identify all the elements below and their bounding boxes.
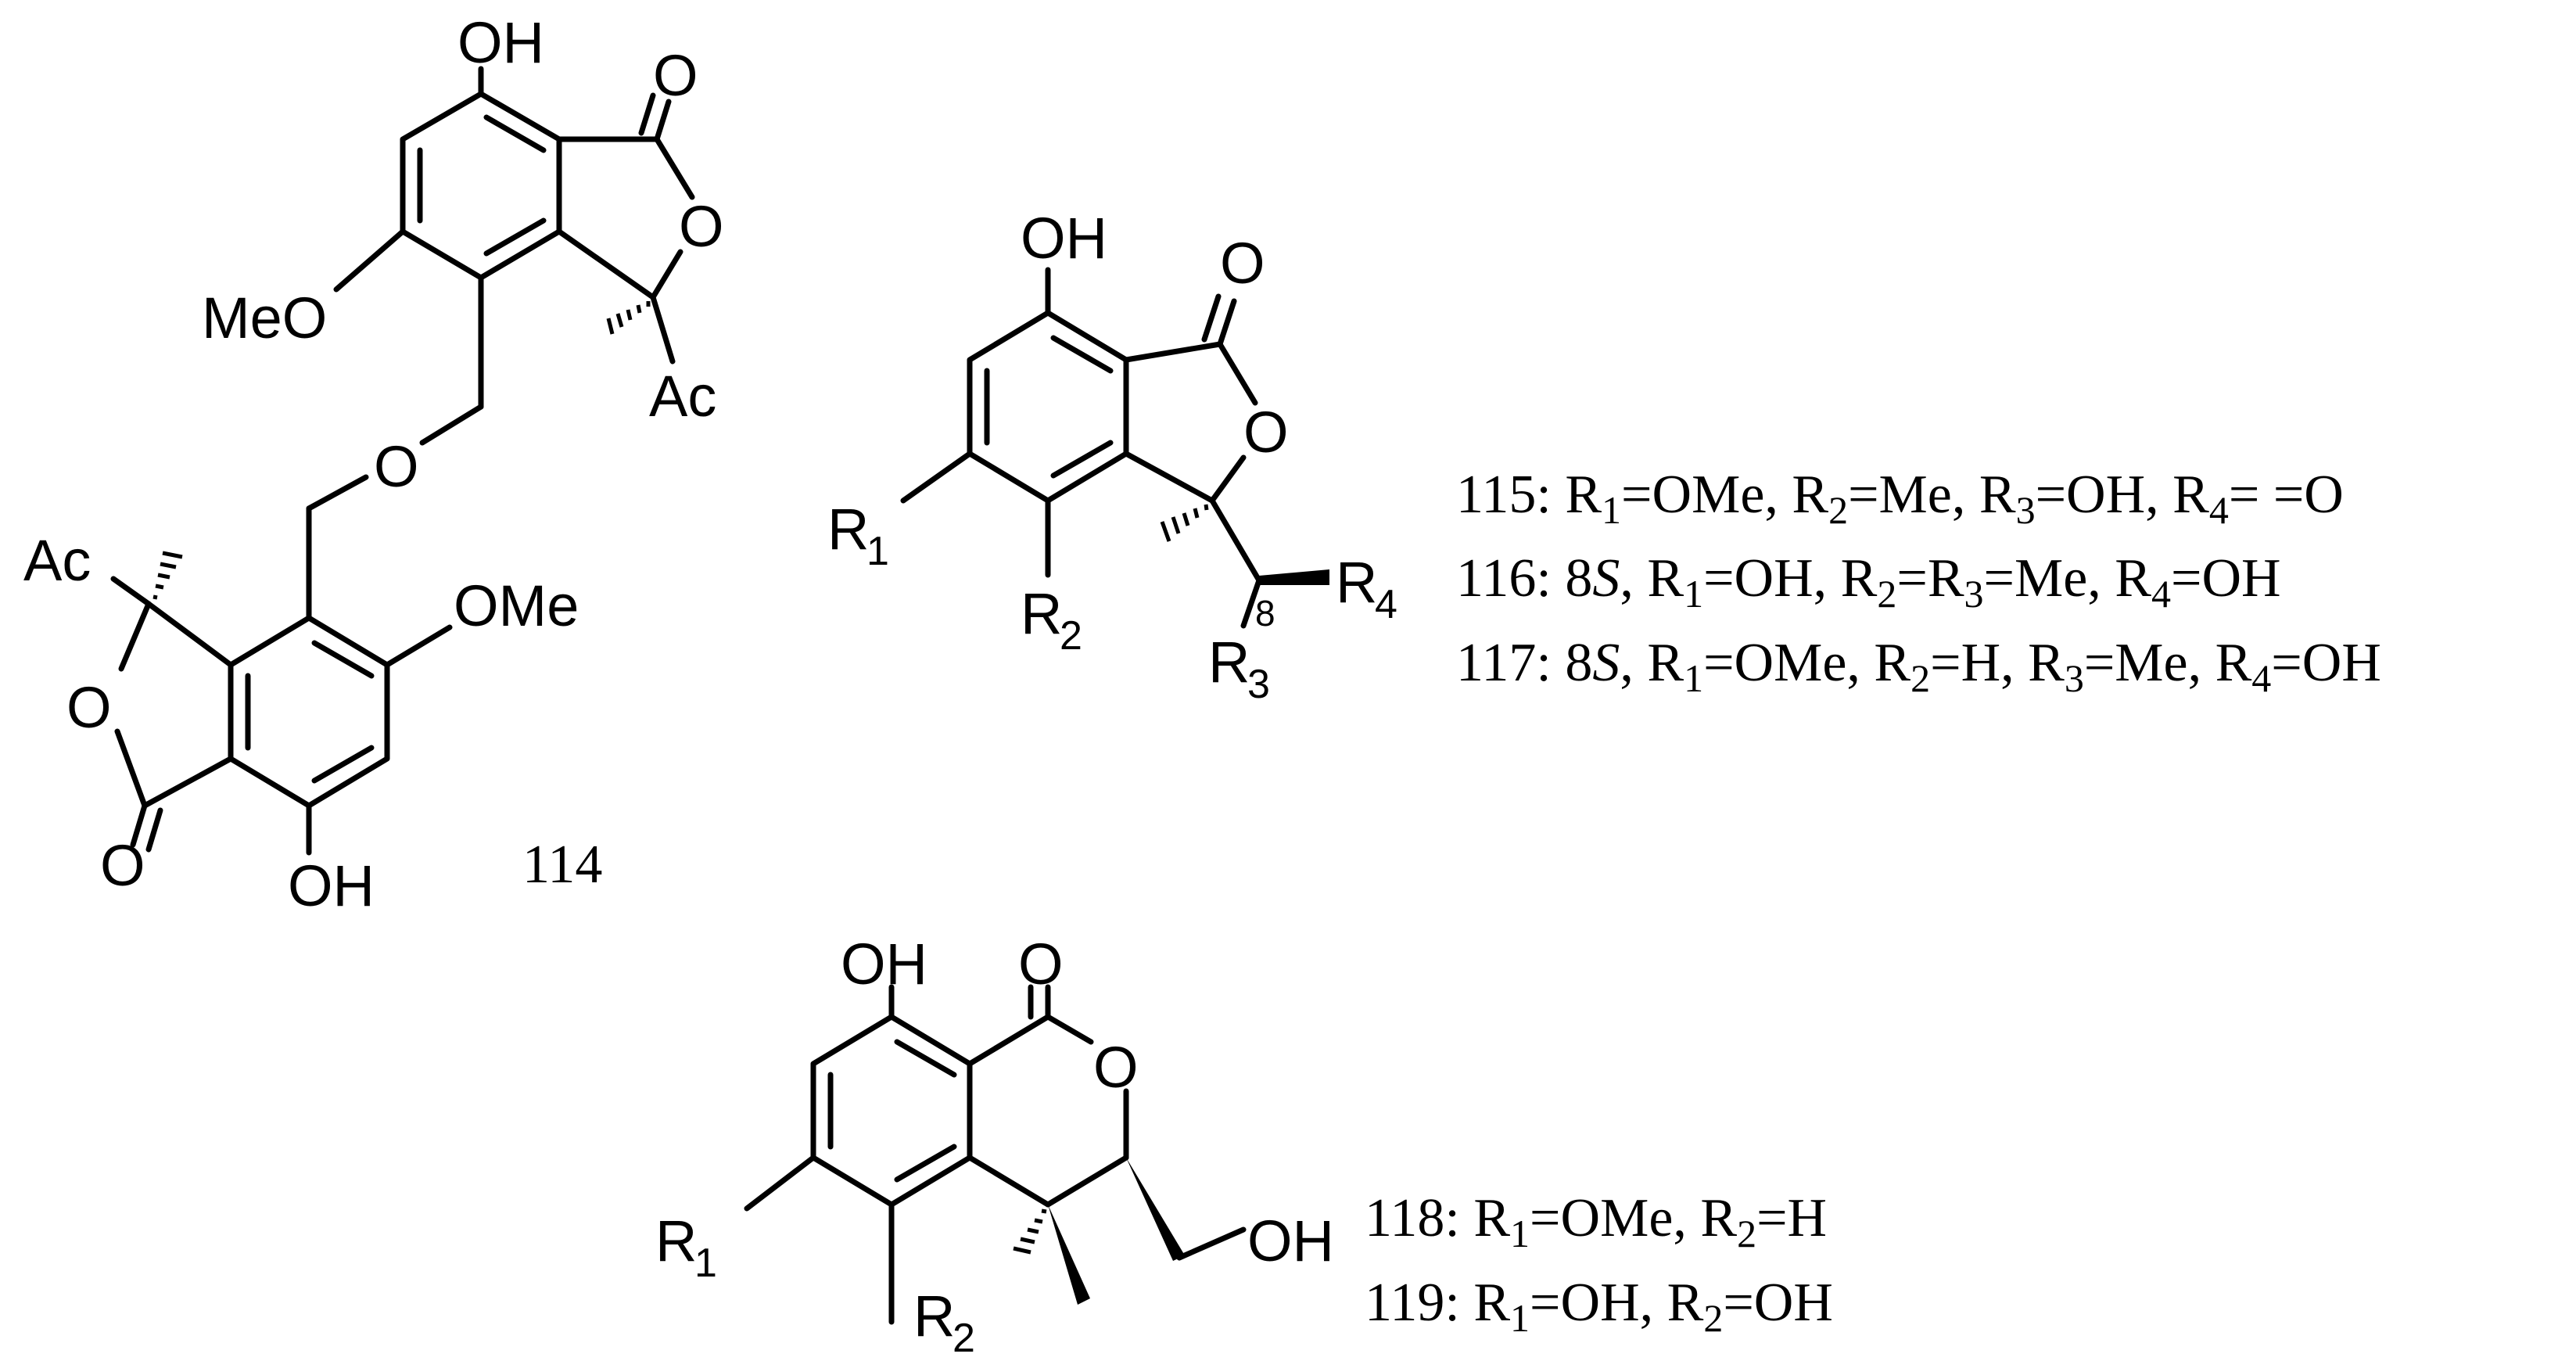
bond (967, 1014, 1051, 1067)
bond (1240, 577, 1262, 629)
position-label-8: 8 (1255, 593, 1275, 634)
hashed-wedge (606, 301, 651, 335)
bond (894, 1144, 957, 1183)
atom-label: R (1208, 630, 1250, 695)
subscript: 4 (1375, 582, 1397, 627)
subscript: 1 (694, 1241, 717, 1286)
atom-label: O (679, 194, 724, 259)
bond (228, 615, 390, 809)
bond (1217, 341, 1258, 406)
atom-label: R (655, 1208, 697, 1273)
bond (1045, 1155, 1129, 1208)
subscript: 1 (866, 529, 889, 574)
bold-wedge (1126, 1158, 1185, 1261)
bond (1209, 454, 1247, 504)
bond (419, 404, 484, 446)
bond (654, 136, 695, 200)
hashed-wedge (1160, 504, 1209, 542)
atom-label: O (374, 434, 419, 499)
atom-label: OH (288, 853, 375, 918)
atom-label: O (1243, 400, 1289, 465)
atom-label: R (827, 497, 869, 562)
bold-wedge (1048, 1205, 1090, 1305)
bond (1123, 451, 1215, 504)
bond (654, 99, 672, 142)
legend-line-115: 115: R1=OMe, R2=Me, R3=OH, R4= =O (1456, 465, 2344, 532)
bond (1201, 293, 1222, 343)
bond (1045, 1014, 1094, 1045)
atom-label: O (1018, 932, 1064, 997)
atom-label: O (66, 675, 112, 740)
bond (142, 756, 234, 809)
atom-label: R (913, 1284, 955, 1348)
legend-line-118: 118: R1=OMe, R2=H (1365, 1188, 1827, 1255)
bond (110, 576, 152, 607)
bond (556, 228, 656, 300)
bond (638, 92, 656, 136)
bond (483, 217, 547, 257)
subscript: 2 (1060, 613, 1082, 659)
bond (384, 624, 453, 668)
bond (650, 249, 683, 300)
compound-114-lower-structure (110, 551, 453, 856)
bond (118, 601, 152, 672)
compound-114-labels: OH O O MeO Ac O Ac OMe O O OH 114 (23, 10, 724, 918)
bond (145, 807, 163, 853)
bond (967, 310, 1129, 504)
bond (130, 803, 148, 848)
bond (483, 114, 547, 153)
bond (1050, 335, 1114, 374)
compound-115-117-structure (900, 267, 1329, 629)
atom-label: MeO (202, 285, 327, 350)
hashed-wedge (1013, 1208, 1047, 1255)
bond (650, 294, 676, 364)
atom-label: OMe (454, 573, 579, 638)
legend-line-117: 117: 8S, R1=OMe, R2=H, R3=Me, R4=OH (1456, 633, 2381, 700)
atom-label: OH (1021, 206, 1107, 271)
atom-label: OH (841, 932, 927, 997)
subscript: 3 (1247, 662, 1270, 707)
bond (1050, 440, 1114, 479)
bond (311, 640, 375, 679)
legend-118-119: 118: R1=OMe, R2=H 119: R1=OH, R2=OH (1365, 1188, 1833, 1340)
subscript: 2 (953, 1316, 975, 1361)
bond (1217, 298, 1237, 347)
atom-label: R (1336, 550, 1377, 615)
compound-number-114: 114 (522, 835, 602, 895)
atom-label: O (100, 833, 145, 898)
compound-115-117-labels: OH O O R 1 R 2 8 R 4 R 3 (827, 206, 1397, 707)
bond (145, 601, 234, 668)
atom-label: Ac (649, 364, 716, 429)
atom-label: O (1220, 231, 1265, 296)
bond (1209, 497, 1262, 584)
atom-label: R (1021, 581, 1062, 646)
bond (400, 91, 562, 281)
bond (894, 1039, 957, 1078)
compound-114-structure (306, 66, 695, 621)
compound-118-119-labels: OH O O R 1 OH R 2 (655, 932, 1334, 1361)
bond (311, 745, 375, 784)
legend-line-116: 116: 8S, R1=OH, R2=R3=Me, R4=OH (1456, 548, 2281, 616)
bond (306, 474, 369, 512)
bond (810, 1014, 973, 1208)
bond (744, 1155, 816, 1212)
atom-label: O (1093, 1035, 1139, 1100)
legend-line-119: 119: R1=OH, R2=OH (1365, 1273, 1833, 1340)
bond (333, 228, 406, 293)
atom-label: O (653, 43, 698, 108)
atom-label: OH (1247, 1208, 1334, 1273)
legend-115-117: 115: R1=OMe, R2=Me, R3=OH, R4= =O 116: 8… (1456, 465, 2381, 700)
compound-118-119-structure (744, 984, 1247, 1325)
bold-wedge (1259, 569, 1329, 585)
bond (900, 451, 973, 504)
bond (1123, 341, 1223, 363)
bond (967, 1155, 1051, 1208)
atom-label: Ac (23, 528, 91, 593)
bond (1176, 1226, 1247, 1261)
hashed-wedge (152, 551, 183, 600)
bond (114, 728, 148, 809)
atom-label: OH (457, 10, 544, 75)
